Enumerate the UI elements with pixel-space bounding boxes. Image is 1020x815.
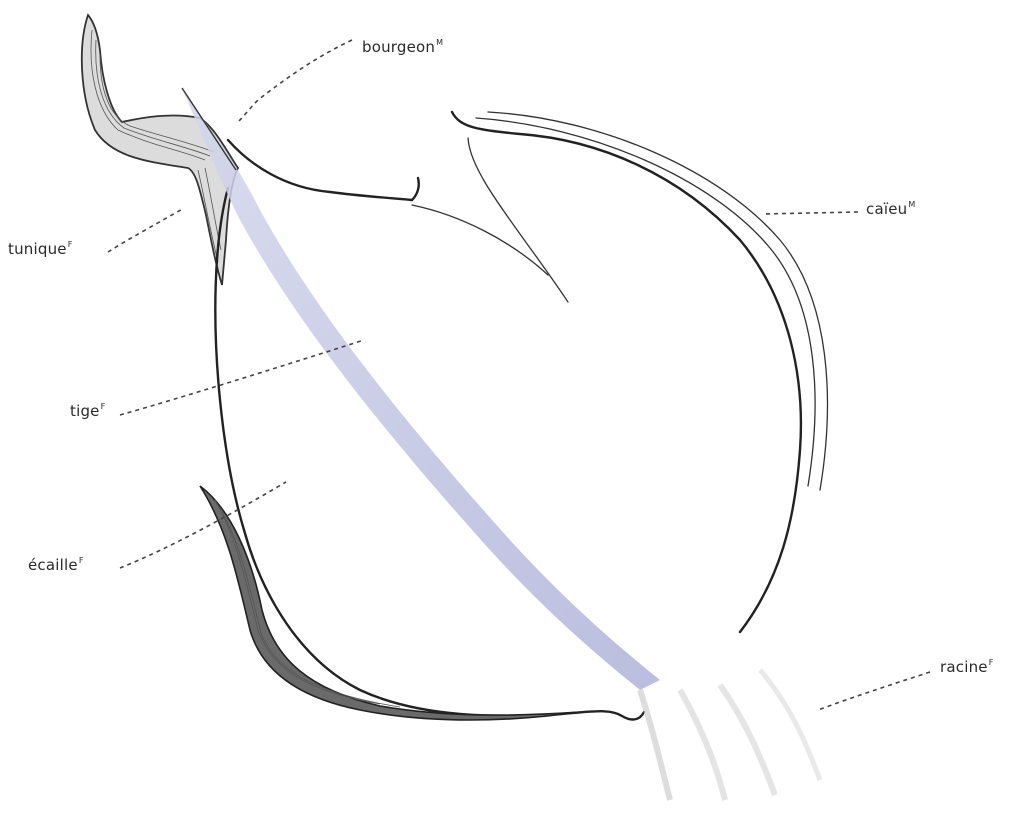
label-caieu-text: caïeu — [866, 200, 907, 218]
label-tige-gender: F — [101, 402, 106, 411]
caieu-arc — [476, 112, 827, 490]
label-racine: racineF — [940, 658, 994, 676]
label-tunique-gender: F — [68, 240, 73, 249]
label-bourgeon-text: bourgeon — [362, 38, 435, 56]
leader-lines — [108, 40, 930, 710]
leader-racine — [818, 672, 930, 710]
label-tige: tigeF — [70, 402, 105, 420]
label-racine-text: racine — [940, 658, 988, 676]
leader-bourgeon — [238, 40, 352, 122]
label-racine-gender: F — [989, 658, 994, 667]
leader-tunique — [108, 208, 184, 252]
label-bourgeon: bourgeonM — [362, 38, 443, 56]
label-tunique: tuniqueF — [8, 240, 73, 258]
label-tunique-text: tunique — [8, 240, 67, 258]
clove-outline — [215, 112, 801, 719]
label-ecaille-gender: F — [79, 556, 84, 565]
label-bourgeon-gender: M — [436, 38, 443, 47]
leader-tige — [120, 340, 364, 415]
label-tige-text: tige — [70, 402, 100, 420]
leader-ecaille — [120, 482, 286, 568]
roots — [640, 670, 820, 800]
label-caieu: caïeuM — [866, 200, 915, 218]
label-ecaille-text: écaille — [28, 556, 78, 574]
label-ecaille: écailleF — [28, 556, 84, 574]
label-caieu-gender: M — [908, 200, 915, 209]
scale-leaf — [200, 486, 580, 720]
leader-caieu — [762, 212, 858, 214]
